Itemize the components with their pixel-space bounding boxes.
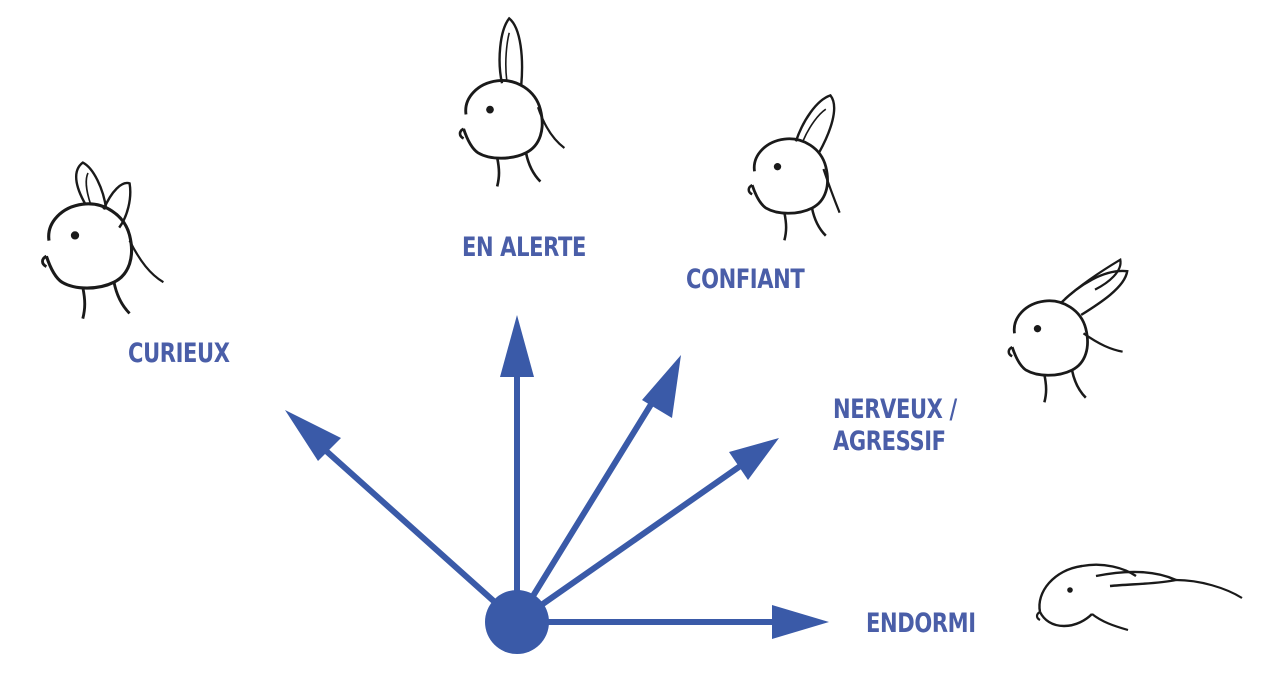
arrowhead-curieux [285,410,341,461]
label-nerveux-line1: NERVEUX / [833,394,957,425]
label-nerveux-agressif: NERVEUX / AGRESSIF [833,394,957,459]
rabbit-head-curieux-icon [40,163,164,321]
center-dot [485,590,549,654]
rabbit-head-alert-icon [458,18,564,188]
arrow-curieux [302,429,520,625]
arrowhead-confiant [642,355,681,418]
arrow-confiant [514,377,669,625]
rabbit-head-sleeping-icon [1037,565,1242,630]
label-confiant: CONFIANT [686,264,805,296]
arrow-nerveux [514,452,759,625]
rabbit-head-nervous-icon [1007,260,1127,404]
label-endormi: ENDORMI [866,608,976,640]
rabbit-head-confident-icon [747,95,840,242]
label-endormi-text: ENDORMI [866,608,976,639]
label-curieux: CURIEUX [128,338,230,370]
label-curieux-text: CURIEUX [128,338,230,369]
label-en-alerte: EN ALERTE [462,232,586,264]
arrowhead-endormi [772,605,829,639]
label-nerveux-line2: AGRESSIF [833,426,946,458]
arrowhead-en-alerte [500,315,534,377]
arrowhead-nerveux [729,438,779,480]
arrows-group [285,315,829,639]
label-confiant-text: CONFIANT [686,264,805,295]
label-en-alerte-text: EN ALERTE [462,232,586,263]
